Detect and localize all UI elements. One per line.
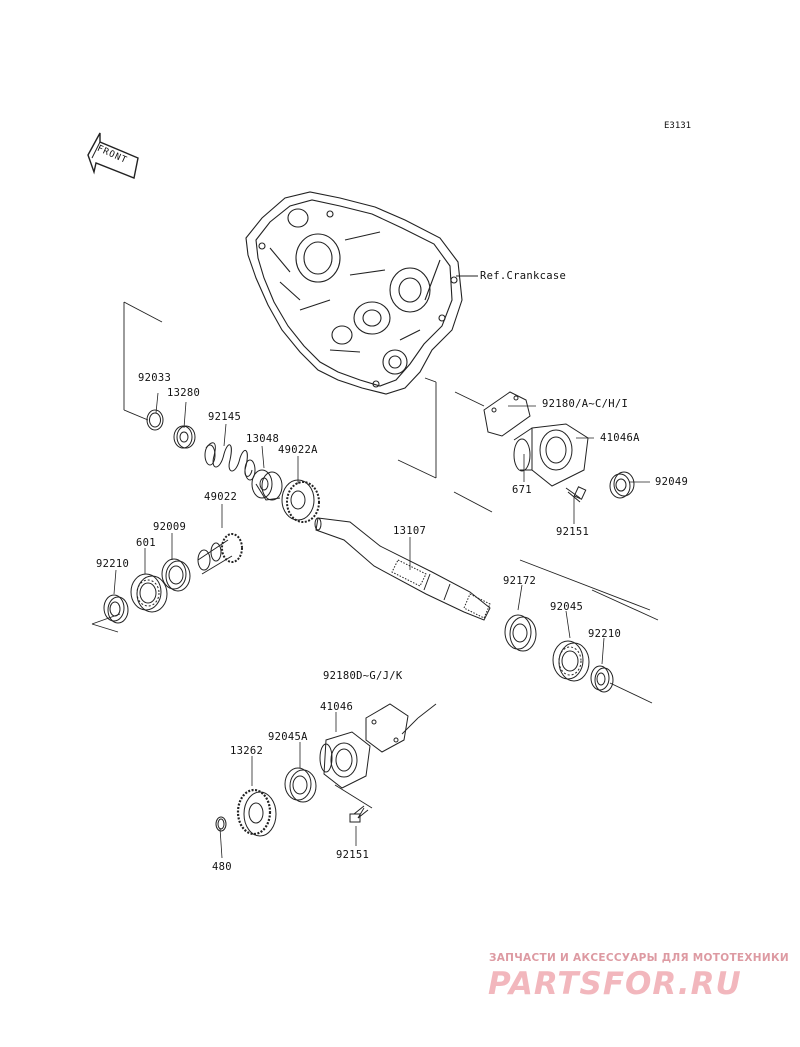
part-label-41046A[interactable]: 41046A: [600, 432, 640, 444]
watermark-brand: PARTSFOR.RU: [488, 966, 742, 1002]
seal-92049: [609, 471, 635, 499]
part-label-480[interactable]: 480: [212, 861, 232, 873]
bearing-92045A: [284, 767, 317, 803]
part-label-41046[interactable]: 41046: [320, 701, 354, 713]
bearing-92172: [504, 614, 537, 652]
part-label-49022[interactable]: 49022: [204, 491, 238, 503]
part-label-92151-top[interactable]: 92151: [556, 526, 590, 538]
circlip-480: [215, 816, 227, 832]
circlip-92033: [146, 409, 164, 431]
gasket-92180: [483, 391, 531, 437]
part-label-13262[interactable]: 13262: [230, 745, 264, 757]
bolt-92151-bottom: [349, 805, 369, 823]
shaft-13107: [314, 517, 491, 621]
label-leaders: [113, 392, 650, 859]
part-label-92151-bottom[interactable]: 92151: [336, 849, 370, 861]
bearing-92045: [552, 640, 590, 682]
watermark-tagline: ЗАПЧАСТИ И АКСЕССУАРЫ ДЛЯ МОТОТЕХНИКИ: [489, 952, 789, 964]
part-label-92009[interactable]: 92009: [153, 521, 187, 533]
crankcase-ref-label: Ref.Crankcase: [480, 270, 567, 282]
part-label-92180D[interactable]: 92180D~G/J/K: [323, 670, 403, 682]
part-label-92210-right[interactable]: 92210: [588, 628, 622, 640]
part-label-92172[interactable]: 92172: [503, 575, 537, 587]
part-label-92045[interactable]: 92045: [550, 601, 584, 613]
gear-49022: [197, 533, 243, 575]
part-label-92180[interactable]: 92180/A~C/H/I: [542, 398, 629, 410]
housing-41046A: [513, 423, 589, 487]
spring-92145: [204, 442, 256, 481]
ring-92009: [161, 558, 191, 592]
part-label-13280[interactable]: 13280: [167, 387, 201, 399]
gasket-92180D: [365, 703, 409, 753]
seal-92210-right: [590, 665, 614, 693]
housing-41046: [319, 731, 371, 789]
part-label-13048[interactable]: 13048: [246, 433, 280, 445]
part-label-13107[interactable]: 13107: [393, 525, 427, 537]
seal-92210-left: [103, 594, 129, 624]
part-label-92210-left[interactable]: 92210: [96, 558, 130, 570]
part-label-49022A[interactable]: 49022A: [278, 444, 318, 456]
part-label-92045A[interactable]: 92045A: [268, 731, 308, 743]
bolt-92151-top: [565, 486, 587, 503]
part-label-671[interactable]: 671: [512, 484, 532, 496]
part-label-92145[interactable]: 92145: [208, 411, 242, 423]
diagram-code: E3131: [664, 121, 692, 131]
crankcase-housing: [245, 191, 463, 395]
bearing-601: [130, 573, 168, 613]
gear-49022A: [281, 479, 320, 523]
part-label-92033[interactable]: 92033: [138, 372, 172, 384]
part-label-92049[interactable]: 92049: [655, 476, 689, 488]
cam-13048: [251, 469, 283, 501]
front-arrow-icon: [87, 132, 139, 179]
assembly-lines: [91, 301, 659, 819]
washer-13280: [173, 425, 196, 449]
gear-13262: [236, 788, 277, 837]
part-label-601[interactable]: 601: [136, 537, 156, 549]
